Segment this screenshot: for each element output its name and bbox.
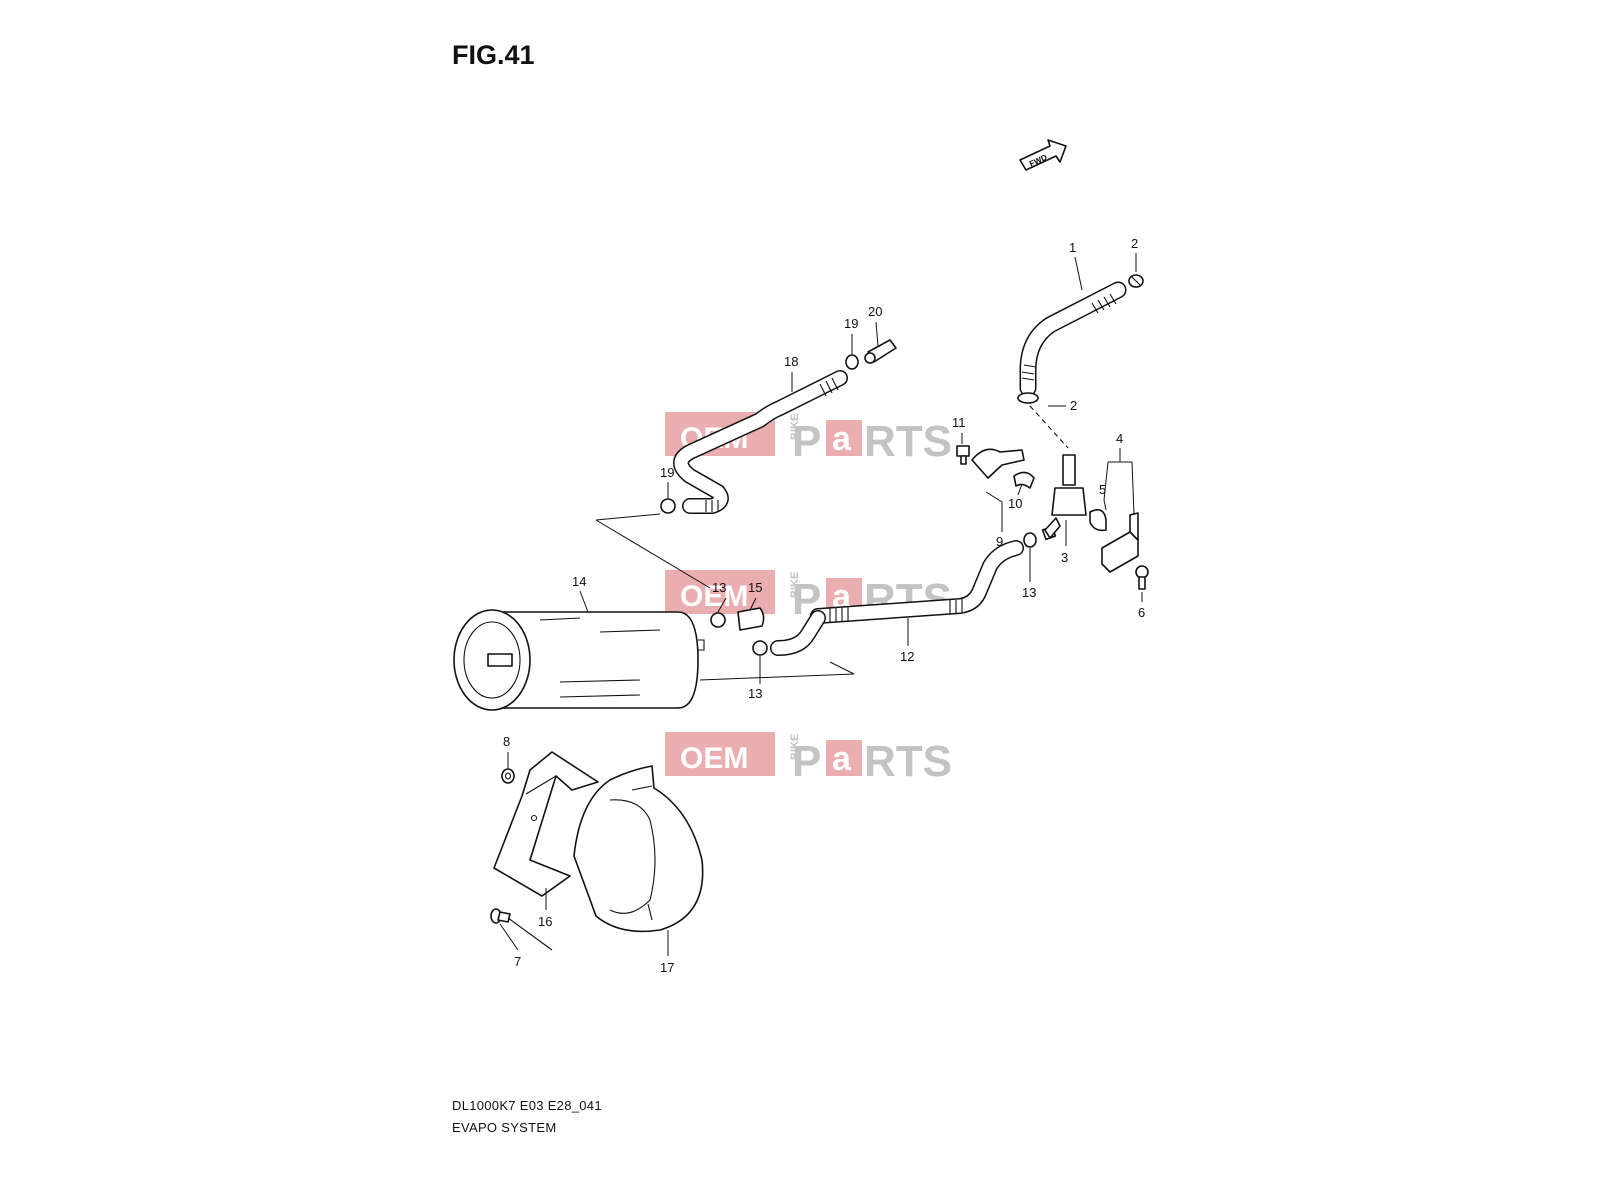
- clamp-part-2-lower: [1017, 392, 1039, 404]
- callout-15: 15: [748, 580, 762, 595]
- watermark-rts: RTS: [864, 417, 952, 466]
- callout-3: 3: [1061, 550, 1068, 565]
- clamp-part-10: [1013, 471, 1035, 489]
- clamp-part-13-low: [752, 640, 768, 656]
- callout-13-right: 13: [1022, 585, 1036, 600]
- callout-7: 7: [514, 954, 521, 969]
- clamp-part-13-right: [1023, 532, 1037, 548]
- hose-part-12: [810, 540, 1024, 624]
- clamp-part-2-upper: [1128, 274, 1144, 288]
- bracket-part-16: [493, 751, 599, 897]
- clamp-part-19-lower: [660, 498, 676, 514]
- watermark-rts: RTS: [864, 737, 952, 786]
- clamp-part-19-upper: [845, 354, 859, 370]
- hose-part-18: [673, 370, 848, 514]
- model-code: DL1000K7 E03 E28_041: [452, 1098, 602, 1113]
- callout-6: 6: [1138, 605, 1145, 620]
- watermark-bike: BIKE: [789, 734, 801, 760]
- watermark-bottom: OEM BIKE P a RTS: [665, 732, 952, 786]
- callout-18: 18: [784, 354, 798, 369]
- callout-14: 14: [572, 574, 586, 589]
- bracket-part-4: [1101, 512, 1139, 573]
- callout-1: 1: [1069, 240, 1076, 255]
- fitting-part-20: [864, 339, 897, 364]
- watermark-middle: OEM BIKE P a RTS: [665, 570, 952, 624]
- callout-12: 12: [900, 649, 914, 664]
- watermark-p: P: [792, 417, 821, 466]
- bolt-part-11: [956, 445, 970, 465]
- watermark-oem: OEM: [680, 580, 748, 613]
- cover-part-17: [573, 765, 704, 933]
- hose-part-15: [737, 607, 765, 631]
- fwd-arrow-icon: FWD: [1019, 139, 1067, 171]
- callout-20: 20: [868, 304, 882, 319]
- hose-part-1: [1019, 281, 1127, 397]
- callout-8: 8: [503, 734, 510, 749]
- watermark-bike: BIKE: [789, 572, 801, 598]
- callout-13-mid: 13: [712, 580, 726, 595]
- figure-title: FIG.41: [452, 40, 535, 70]
- callout-9: 9: [996, 534, 1003, 549]
- washer-part-8: [501, 768, 515, 784]
- callout-19-upper: 19: [844, 316, 858, 331]
- valve-part-3: [1041, 454, 1087, 541]
- callout-16: 16: [538, 914, 552, 929]
- callout-19-lower: 19: [660, 465, 674, 480]
- callout-4: 4: [1116, 431, 1123, 446]
- canister-part-14: [453, 609, 705, 711]
- callout-13-low: 13: [748, 686, 762, 701]
- watermark-oem: OEM: [680, 742, 748, 775]
- watermark-p: P: [792, 737, 821, 786]
- callout-17: 17: [660, 960, 674, 975]
- clamp-part-13-mid: [710, 612, 726, 628]
- callout-2-upper: 2: [1131, 236, 1138, 251]
- rivet-part-7: [490, 908, 553, 951]
- watermark-bike: BIKE: [789, 414, 801, 440]
- bracket-part-9: [971, 448, 1025, 479]
- bolt-part-6: [1135, 565, 1149, 590]
- callout-5: 5: [1099, 482, 1106, 497]
- watermark-a: a: [832, 740, 852, 778]
- clip-part-5: [1089, 509, 1107, 532]
- callout-2-lower: 2: [1070, 398, 1077, 413]
- watermark-a: a: [832, 420, 852, 458]
- figure-caption: EVAPO SYSTEM: [452, 1120, 557, 1135]
- callout-11: 11: [952, 415, 966, 430]
- callout-10: 10: [1008, 496, 1022, 511]
